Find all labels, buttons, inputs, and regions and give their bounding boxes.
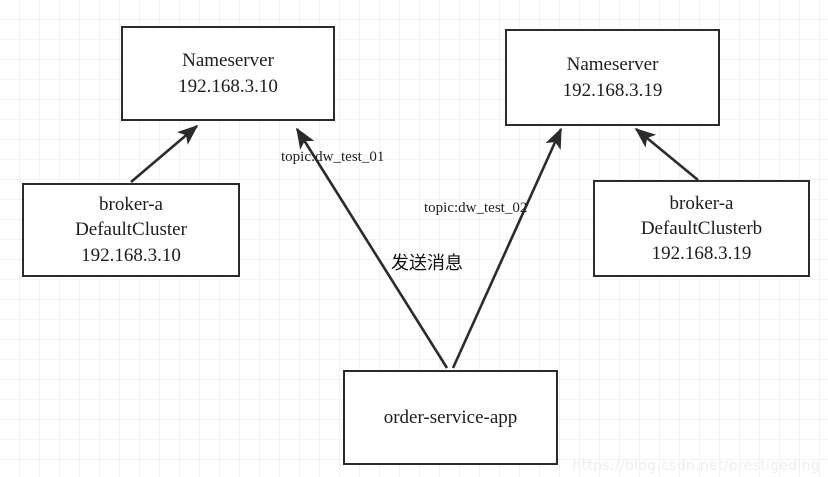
node-nameserver-right-line-1: Nameserver [566,54,659,76]
edge-broker-right-to-nameserver-right [634,127,699,182]
node-nameserver-right-line-2: 192.168.3.19 [562,79,663,101]
node-broker-left-line-2: DefaultCluster [75,219,187,241]
watermark: https://blog.csdn.net/prestigeding [572,458,820,474]
node-nameserver-right[interactable]: Nameserver 192.168.3.19 [505,29,720,126]
node-nameserver-left-line-1: Nameserver [182,50,274,72]
node-order-service-app-line-1: order-service-app [383,406,518,428]
edge-label-topic-02: topic:dw_test_02 [424,200,528,216]
node-broker-left[interactable]: broker-a DefaultCluster 192.168.3.10 [22,183,240,277]
node-broker-right-line-1: broker-a [669,192,734,214]
node-broker-right-line-3: 192.168.3.19 [651,243,752,265]
node-broker-left-line-1: broker-a [99,194,163,216]
node-broker-right-line-2: DefaultClusterb [640,217,763,239]
edge-label-topic-01: topic:dw_test_01 [281,149,385,165]
node-broker-right[interactable]: broker-a DefaultClusterb 192.168.3.19 [593,180,810,277]
edge-app-to-nameserver-right [451,127,563,369]
node-nameserver-left-line-2: 192.168.3.10 [178,75,278,97]
node-order-service-app[interactable]: order-service-app [343,370,558,465]
edge-label-send-message: 发送消息 [391,253,463,274]
node-broker-left-line-3: 192.168.3.10 [81,244,181,266]
edge-broker-left-to-nameserver-left [130,124,199,183]
node-nameserver-left[interactable]: Nameserver 192.168.3.10 [121,26,335,121]
